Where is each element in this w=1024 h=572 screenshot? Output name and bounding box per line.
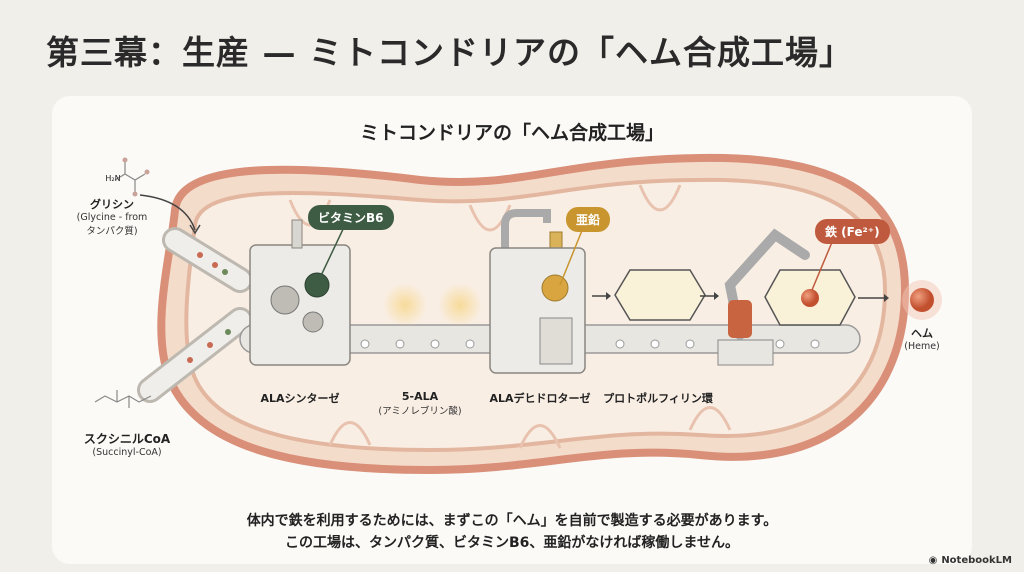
glycine-sub2: タンパク質): [86, 226, 138, 237]
output-heme: ヘム (Heme): [904, 325, 940, 352]
step-5-ala: 5-ALA (アミノレブリン酸): [378, 390, 461, 417]
step-ala-dehydratase: ALAデヒドロターゼ: [489, 392, 591, 405]
succinyl-sub: (Succinyl-CoA): [92, 447, 162, 458]
protoporphyrin-ring: [614, 269, 706, 321]
succinyl-label: スクシニルCoA (Succinyl-CoA): [84, 430, 170, 458]
cofactor-vitamin-b6-badge: ビタミンB6: [308, 205, 394, 230]
slide-title: 第三幕：生産 — ミトコンドリアの「ヘム合成工場」: [46, 33, 853, 72]
heme-sub: (Heme): [904, 341, 940, 352]
diagram-title: ミトコンドリアの「ヘム合成工場」: [359, 122, 664, 144]
glycine-label: グリシン (Glycine - from タンパク質): [77, 196, 148, 237]
step-protoporphyrin: プロトポルフィリン環: [603, 392, 713, 405]
caption-line-1: 体内で鉄を利用するためには、まずこの「ヘム」を自前で製造する必要があります。: [246, 513, 778, 529]
glycine-name: グリシン: [89, 198, 134, 211]
glycine-molecule: [114, 162, 146, 192]
logo-text: NotebookLM: [941, 555, 1012, 566]
notebooklm-icon: ◉: [928, 555, 938, 566]
heme-name: ヘム: [911, 327, 933, 340]
step-5-ala-name: 5-ALA: [401, 390, 439, 403]
ala-synthase-machine: [249, 244, 351, 366]
notebooklm-logo: ◉ NotebookLM: [929, 555, 1012, 566]
heme-ball: [910, 288, 934, 312]
step-5-ala-sub: (アミノレブリン酸): [378, 406, 462, 417]
succinyl-name: スクシニルCoA: [83, 432, 171, 446]
step-ala-synthase: ALAシンターゼ: [260, 392, 340, 405]
glycine-formula: H₂N: [105, 174, 121, 183]
caption-line-2: この工場は、タンパク質、ビタミンB6、亜鉛がなければ稼働しません。: [285, 535, 739, 551]
succinyl-molecule: [94, 390, 152, 408]
cofactor-zinc-badge: 亜鉛: [566, 207, 611, 232]
glycine-sub1: (Glycine - from: [76, 212, 148, 223]
cofactor-iron-badge: 鉄 (Fe²⁺): [815, 219, 890, 244]
